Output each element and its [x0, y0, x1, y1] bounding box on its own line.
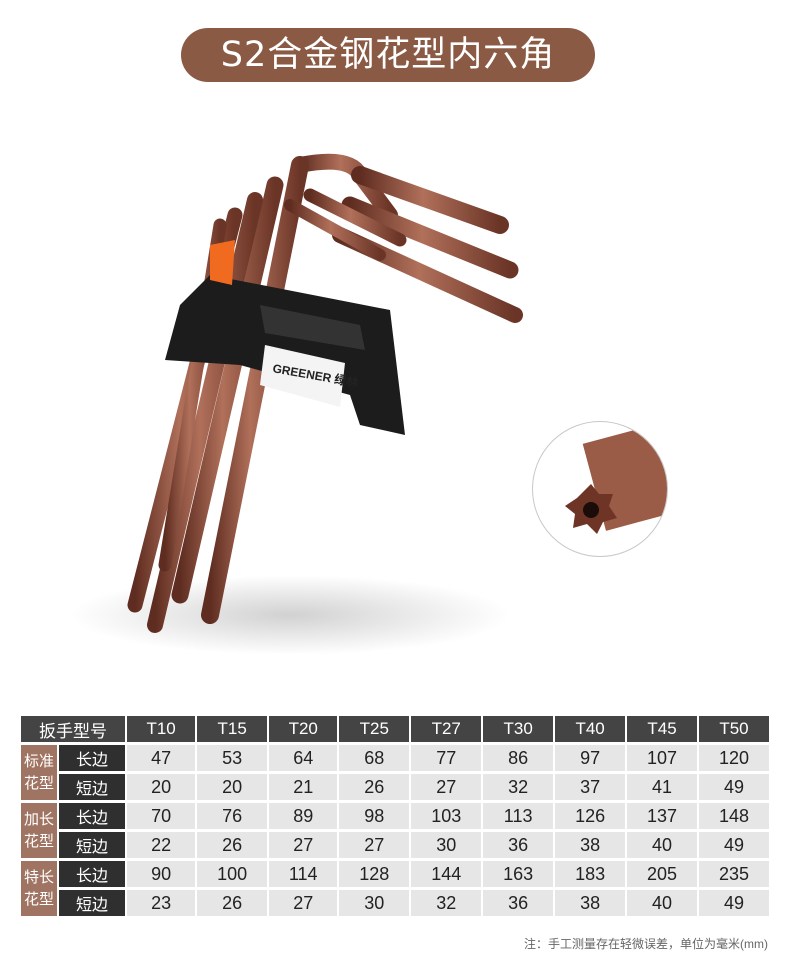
table-cell: 40: [627, 890, 697, 916]
table-header-row: 扳手型号 T10 T15 T20 T25 T27 T30 T40 T45 T50: [21, 716, 769, 742]
table-cell: 40: [627, 832, 697, 858]
table-cell: 22: [127, 832, 196, 858]
table-cell: 64: [269, 745, 338, 771]
measurement-note: 注：手工测量存在轻微误差，单位为毫米(mm): [524, 937, 768, 951]
table-cell: 76: [197, 803, 268, 829]
table-cell: 30: [411, 832, 482, 858]
row-label: 长边: [59, 861, 125, 887]
header-size: T15: [197, 716, 268, 742]
table-cell: 47: [127, 745, 196, 771]
table-cell: 20: [127, 774, 196, 800]
header-size: T40: [555, 716, 626, 742]
table-cell: 107: [627, 745, 697, 771]
table-cell: 36: [483, 832, 554, 858]
row-label: 短边: [59, 774, 125, 800]
table-cell: 49: [699, 832, 769, 858]
table-cell: 27: [269, 832, 338, 858]
table-cell: 20: [197, 774, 268, 800]
table-cell: 21: [269, 774, 338, 800]
table-cell: 27: [339, 832, 410, 858]
group-label: 加长花型: [21, 803, 57, 858]
header-model: 扳手型号: [21, 716, 125, 742]
table-cell: 26: [197, 832, 268, 858]
table-cell: 26: [339, 774, 410, 800]
table-cell: 120: [699, 745, 769, 771]
row-label: 长边: [59, 745, 125, 771]
table-cell: 137: [627, 803, 697, 829]
table-cell: 89: [269, 803, 338, 829]
table-cell: 36: [483, 890, 554, 916]
table-cell: 77: [411, 745, 482, 771]
header-size: T50: [699, 716, 769, 742]
table-cell: 70: [127, 803, 196, 829]
row-label: 长边: [59, 803, 125, 829]
table-cell: 113: [483, 803, 554, 829]
table-cell: 27: [411, 774, 482, 800]
group-label: 特长花型: [21, 861, 57, 916]
torx-key-set-image: GREENER 绿林: [70, 153, 523, 655]
table-cell: 144: [411, 861, 482, 887]
table-cell: 53: [197, 745, 268, 771]
row-label: 短边: [59, 890, 125, 916]
table-cell: 100: [197, 861, 268, 887]
header-size: T10: [127, 716, 196, 742]
table-cell: 30: [339, 890, 410, 916]
table-cell: 38: [555, 890, 626, 916]
table-cell: 38: [555, 832, 626, 858]
group-label: 标准花型: [21, 745, 57, 800]
table-cell: 27: [269, 890, 338, 916]
header-size: T25: [339, 716, 410, 742]
table-cell: 126: [555, 803, 626, 829]
table-cell: 49: [699, 774, 769, 800]
table-cell: 90: [127, 861, 196, 887]
table-cell: 205: [627, 861, 697, 887]
table-cell: 32: [411, 890, 482, 916]
header-size: T30: [483, 716, 554, 742]
table-cell: 114: [269, 861, 338, 887]
table-cell: 183: [555, 861, 626, 887]
table-cell: 86: [483, 745, 554, 771]
spec-table: 扳手型号 T10 T15 T20 T25 T27 T30 T40 T45 T50…: [19, 713, 771, 919]
table-cell: 41: [627, 774, 697, 800]
header-size: T20: [269, 716, 338, 742]
table-cell: 235: [699, 861, 769, 887]
table-cell: 26: [197, 890, 268, 916]
table-cell: 148: [699, 803, 769, 829]
table-cell: 97: [555, 745, 626, 771]
table-cell: 49: [699, 890, 769, 916]
row-label: 短边: [59, 832, 125, 858]
torx-tip-closeup: [532, 421, 668, 557]
table-cell: 163: [483, 861, 554, 887]
header-size: T27: [411, 716, 482, 742]
table-cell: 37: [555, 774, 626, 800]
table-cell: 103: [411, 803, 482, 829]
table-cell: 68: [339, 745, 410, 771]
page-title: S2合金钢花型内六角: [181, 28, 595, 82]
table-cell: 32: [483, 774, 554, 800]
table-cell: 98: [339, 803, 410, 829]
table-cell: 23: [127, 890, 196, 916]
table-cell: 128: [339, 861, 410, 887]
header-size: T45: [627, 716, 697, 742]
